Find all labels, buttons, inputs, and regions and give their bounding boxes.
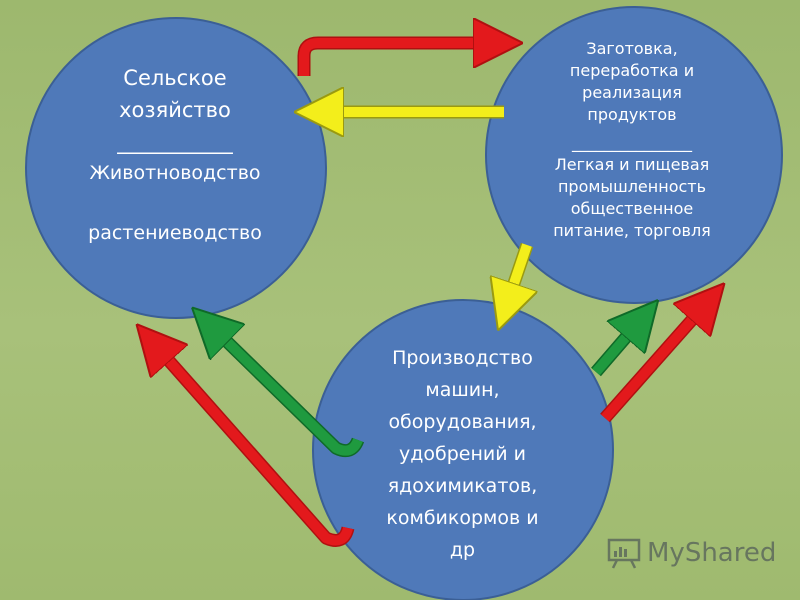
- node-processing-circle: [485, 6, 783, 304]
- node-production-circle: [312, 299, 614, 600]
- watermark-brand-text: MyShared: [647, 538, 777, 568]
- watermark-logo: MyShared: [607, 533, 776, 573]
- presentation-board-icon: [607, 538, 641, 569]
- node-agriculture-circle: [25, 17, 327, 319]
